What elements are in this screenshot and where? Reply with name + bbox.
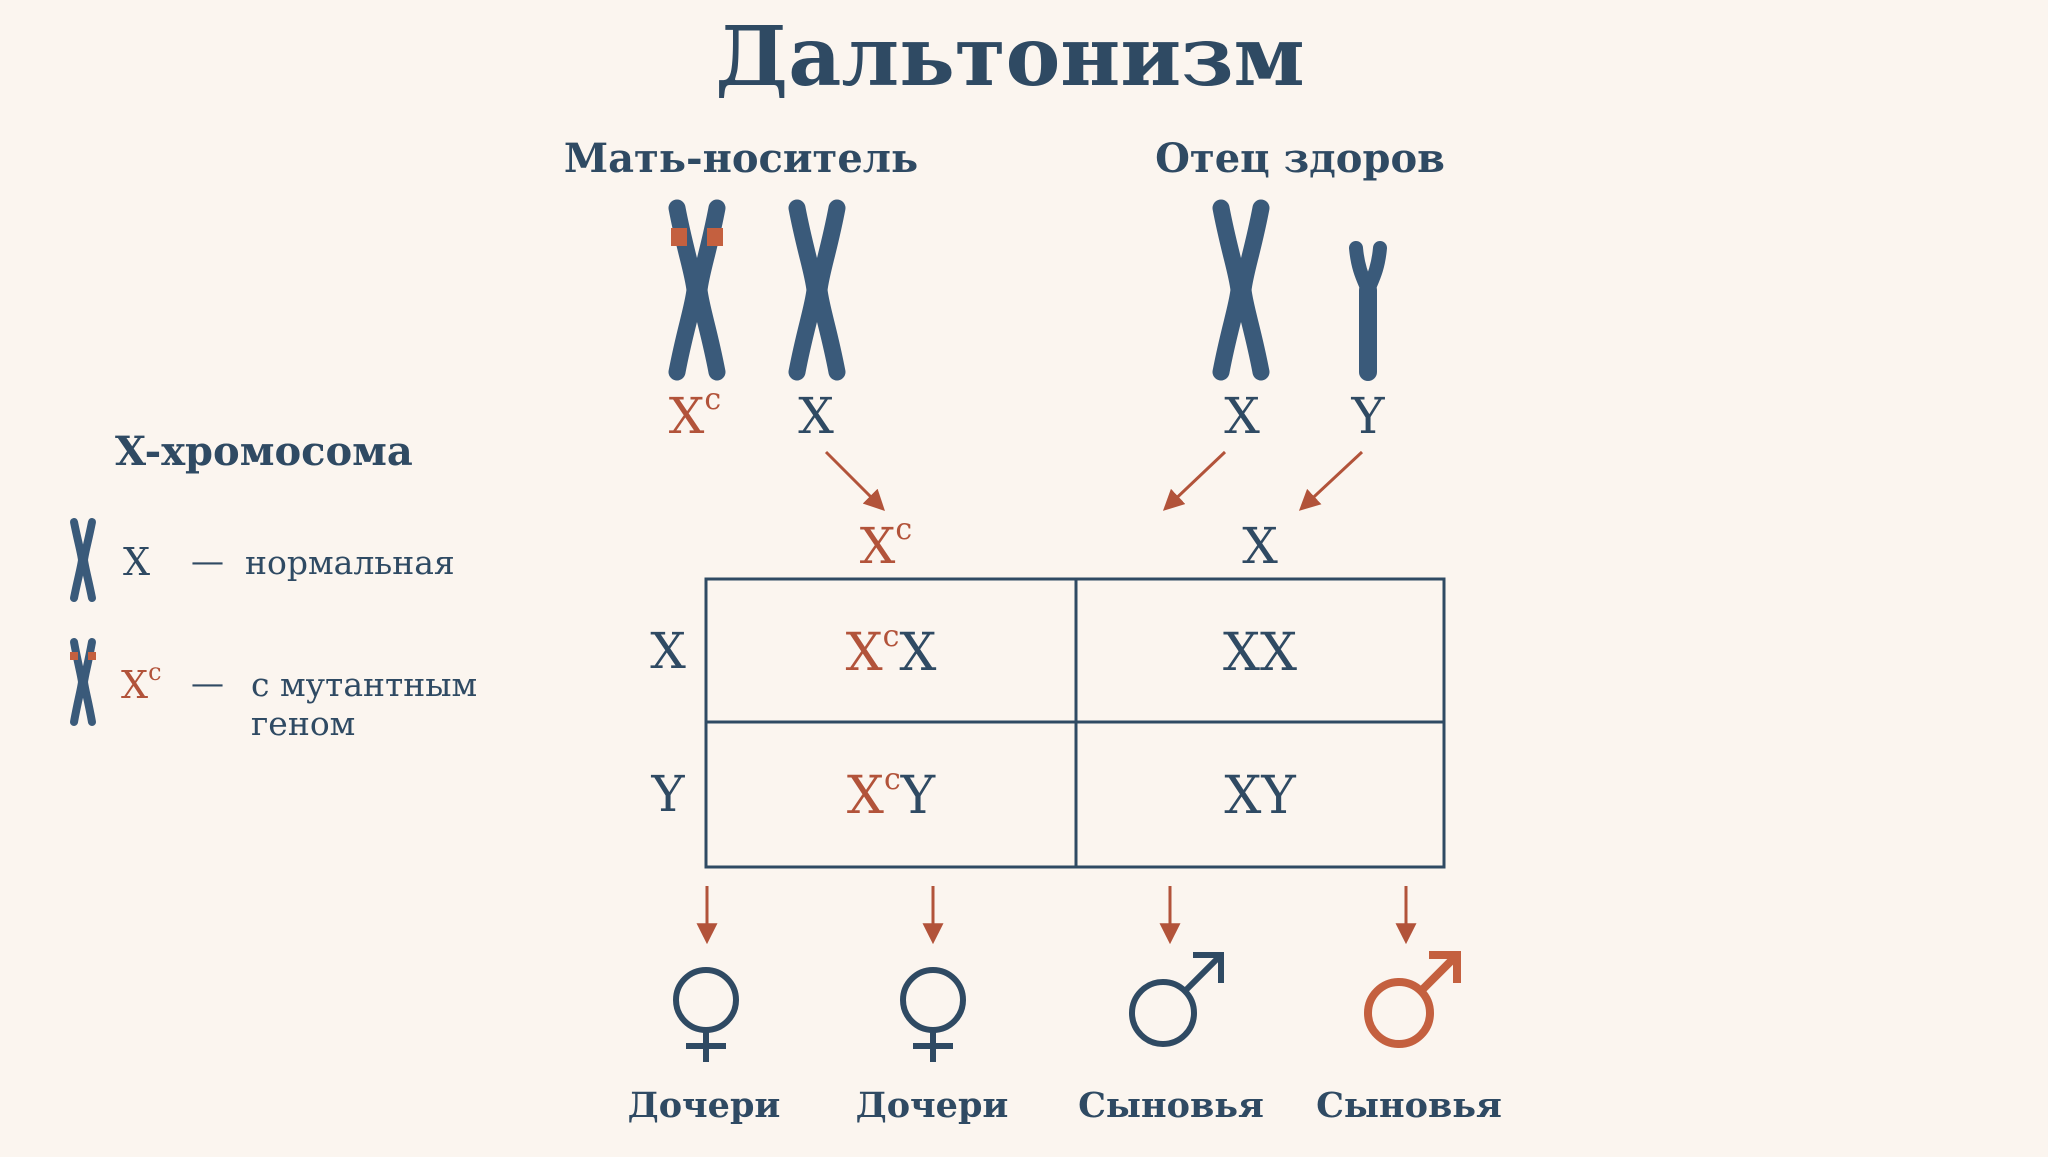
legend-mutant-dash: —	[191, 663, 224, 702]
gamete-side-2: Y	[650, 765, 685, 823]
child-label-2: Дочери	[856, 1085, 1009, 1126]
mother-allele-1: Xc	[669, 382, 721, 445]
male-symbol-affected-icon	[1364, 951, 1461, 1048]
legend-normal-text: нормальная	[245, 543, 455, 582]
legend-normal-dash: —	[191, 541, 224, 580]
punnett-cell-r2c1: XcY	[847, 762, 936, 826]
father-allele-2: Y	[1350, 387, 1385, 445]
legend-mutant-text-line-2: геном	[251, 704, 355, 743]
father-chromosome-x-icon	[1212, 199, 1270, 381]
arrow-mother-to-gamete	[824, 450, 885, 511]
child-label-1: Дочери	[628, 1085, 781, 1126]
father-chromosome-y-icon	[1349, 241, 1387, 381]
gamete-top-1: Xc	[860, 512, 912, 575]
child-label-4: Сыновья	[1316, 1085, 1502, 1126]
punnett-cell-r2c2: XY	[1224, 766, 1296, 826]
legend-mutant-text-line-1: с мутантным	[251, 665, 477, 704]
punnett-square	[704, 577, 1446, 869]
legend-normal-symbol: X	[123, 540, 150, 584]
arrow-father-y-to-gamete	[1298, 450, 1364, 511]
gamete-side-1: X	[650, 622, 686, 680]
punnett-cell-r1c1: XcX	[846, 619, 937, 683]
male-symbol-icon	[1129, 952, 1224, 1047]
child-label-3: Сыновья	[1078, 1085, 1264, 1126]
legend-title: X-хромосома	[115, 428, 413, 475]
punnett-cell-r1c2: XX	[1223, 623, 1297, 683]
mother-allele-2: X	[798, 387, 834, 445]
female-symbol-icon	[900, 967, 966, 1062]
legend-mutant-chromosome-icon	[70, 638, 96, 726]
father-allele-1: X	[1224, 387, 1260, 445]
mother-chromosome-mutant-icon	[668, 199, 726, 381]
mother-label: Мать-носитель	[564, 135, 918, 182]
gamete-top-2: X	[1242, 517, 1278, 575]
legend-normal-chromosome-icon	[70, 518, 96, 602]
mother-chromosome-normal-icon	[788, 199, 846, 381]
father-label: Отец здоров	[1155, 135, 1445, 182]
female-symbol-icon	[673, 967, 739, 1062]
page-title: Дальтонизм	[715, 9, 1304, 105]
legend-mutant-symbol: Xc	[121, 658, 162, 707]
arrow-father-x-to-gamete	[1162, 450, 1227, 511]
